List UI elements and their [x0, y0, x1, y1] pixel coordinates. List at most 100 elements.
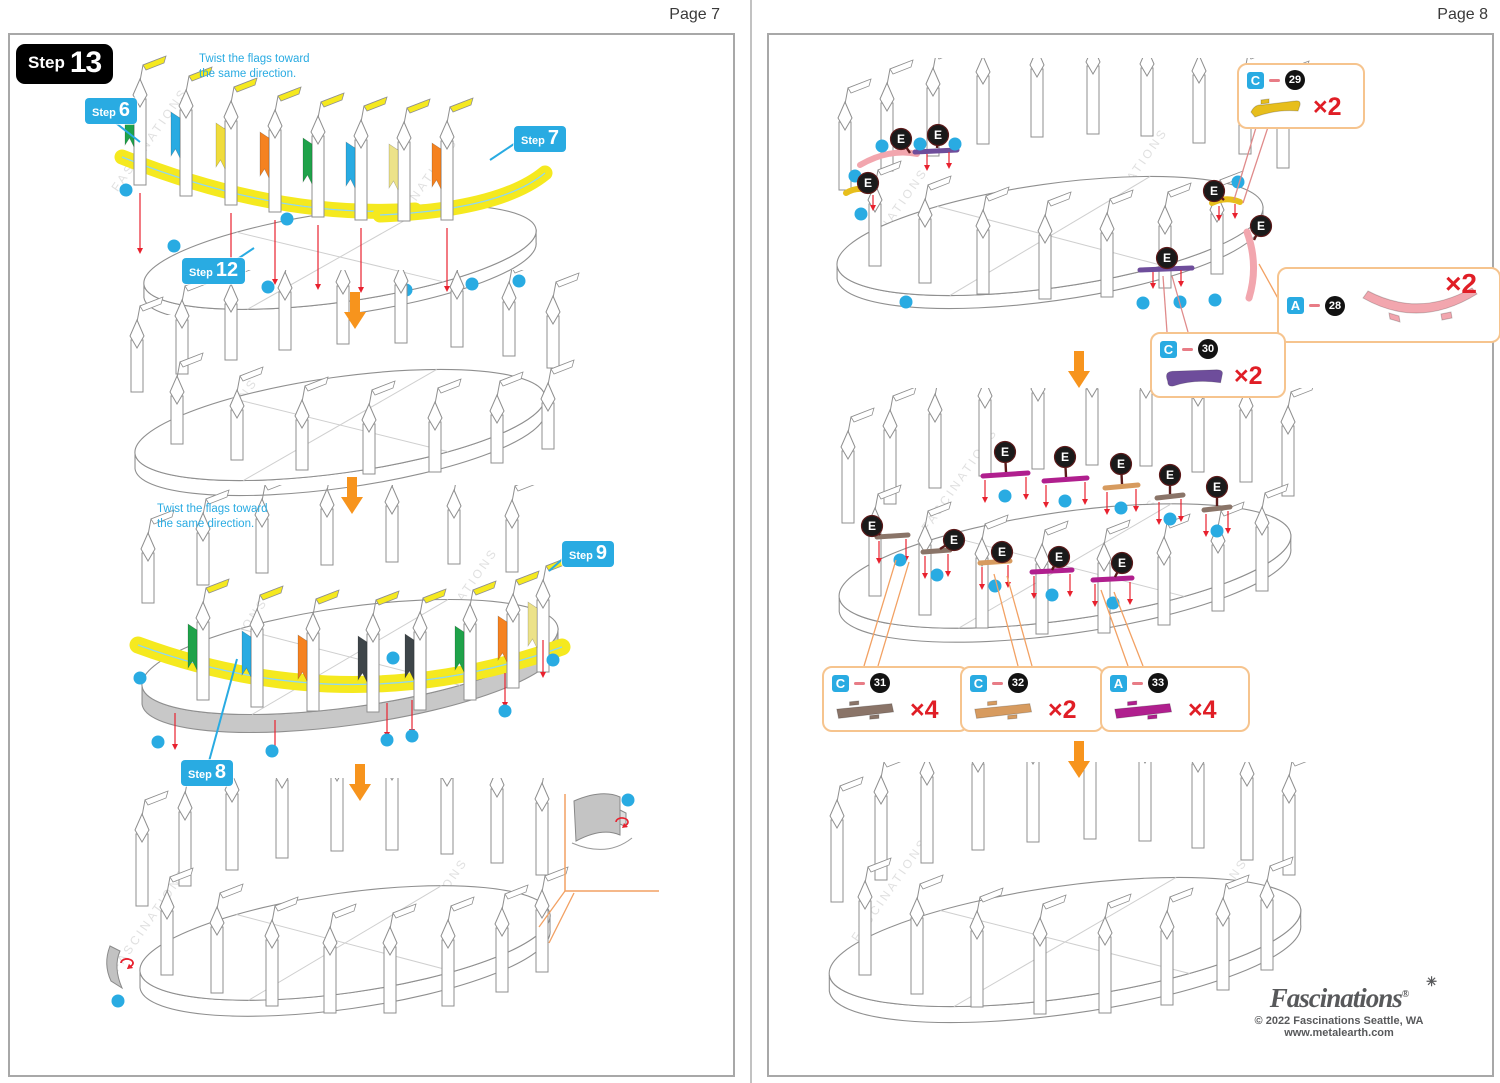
tower — [254, 485, 282, 574]
tab-marker-e — [990, 540, 1014, 564]
pennant — [515, 570, 540, 586]
pennant — [839, 776, 864, 792]
tower-cap — [1191, 58, 1207, 84]
pennant — [985, 186, 1010, 202]
tower — [1083, 762, 1097, 840]
tower-cap — [267, 108, 283, 139]
tower-cap — [1032, 916, 1048, 947]
pennant — [450, 896, 475, 912]
tower-cap — [382, 925, 398, 956]
tower-cap — [1099, 211, 1115, 242]
tower — [361, 380, 396, 475]
tab-dot — [1045, 588, 1059, 602]
pennant — [332, 903, 357, 919]
qty-a28: ×2 — [1445, 268, 1477, 299]
pennant — [169, 867, 194, 883]
pennant — [555, 272, 580, 288]
pennant — [1249, 58, 1255, 60]
tab-marker-e — [1110, 551, 1134, 575]
part-number-33: 33 — [1148, 673, 1168, 693]
red-arrowhead — [1156, 519, 1162, 525]
flagpole — [934, 388, 938, 397]
tower-body — [1033, 937, 1047, 1015]
tower-cap — [319, 487, 335, 518]
flag — [497, 615, 508, 663]
tower — [882, 388, 917, 505]
tower-cap — [305, 611, 321, 642]
red-arrowhead — [1023, 494, 1029, 500]
tower-cap — [879, 81, 895, 112]
tower-cap — [1096, 541, 1112, 572]
tab-dot — [119, 183, 133, 197]
tower-cap — [334, 778, 340, 782]
part-number-32: 32 — [1008, 673, 1028, 693]
tower-body — [1140, 67, 1154, 137]
tab-dot — [280, 212, 294, 226]
part-a33-icon — [1114, 699, 1173, 720]
tower-body — [918, 544, 932, 616]
tower — [1099, 189, 1134, 298]
rail-part — [1041, 475, 1090, 484]
tower-cap — [501, 280, 517, 311]
part-letter-c: C — [1247, 71, 1264, 89]
diagram-step13-flags-ring — [114, 55, 553, 315]
dash — [1182, 347, 1193, 351]
tab-marker-e — [860, 514, 884, 538]
tower-body — [928, 413, 942, 489]
tower — [302, 92, 345, 218]
pennant — [264, 485, 282, 491]
tower-cap — [209, 905, 225, 936]
pennant — [1290, 388, 1313, 398]
tower — [454, 580, 497, 701]
tower-cap — [361, 402, 377, 433]
tower-cap — [277, 270, 293, 301]
pennant — [277, 86, 302, 102]
tower — [129, 296, 164, 393]
tower-body — [397, 141, 411, 222]
pennant — [1169, 887, 1194, 903]
tower-body — [910, 917, 924, 995]
pennant — [883, 762, 901, 768]
flagpole — [284, 270, 287, 275]
tab-dot — [1106, 596, 1120, 610]
tower — [1215, 874, 1250, 991]
tower — [330, 778, 344, 852]
red-arrowhead — [946, 163, 952, 169]
copyright-text: © 2022 Fascinations Seattle, WA — [1254, 1015, 1424, 1027]
red-arrowhead — [315, 284, 321, 290]
tower-body — [841, 450, 855, 524]
tab-marker-e — [1155, 246, 1179, 270]
tower-cap — [384, 485, 400, 515]
step-13-prefix: Step — [28, 53, 65, 72]
tower — [177, 778, 205, 887]
attach-part — [1243, 228, 1258, 302]
tab-dot — [111, 994, 125, 1008]
red-arrowhead — [982, 497, 988, 503]
tower — [1191, 58, 1207, 144]
dash — [992, 681, 1003, 685]
tower-cap — [1029, 58, 1045, 78]
qty-c31: ×4 — [910, 696, 939, 724]
dash — [1132, 681, 1143, 685]
tower-body — [354, 139, 368, 221]
tower-body — [135, 833, 149, 907]
tower-cap — [440, 918, 456, 949]
tower-cap — [837, 100, 853, 131]
tower — [294, 376, 329, 471]
tab-dot — [1208, 293, 1222, 307]
tab-dot — [1231, 175, 1245, 189]
tower-body — [918, 218, 932, 284]
qty-a33: ×4 — [1188, 696, 1217, 724]
flag — [170, 111, 181, 159]
tab-marker-e-label: E — [1001, 445, 1009, 459]
red-arrowhead — [1133, 506, 1139, 512]
tab-dot — [988, 579, 1002, 593]
tower — [187, 578, 230, 701]
part-letter-a: A — [1110, 674, 1127, 692]
red-arrowhead — [1092, 601, 1098, 607]
tower — [1190, 388, 1206, 473]
flag — [431, 142, 442, 190]
tower — [170, 66, 213, 197]
flagpole — [541, 778, 544, 786]
